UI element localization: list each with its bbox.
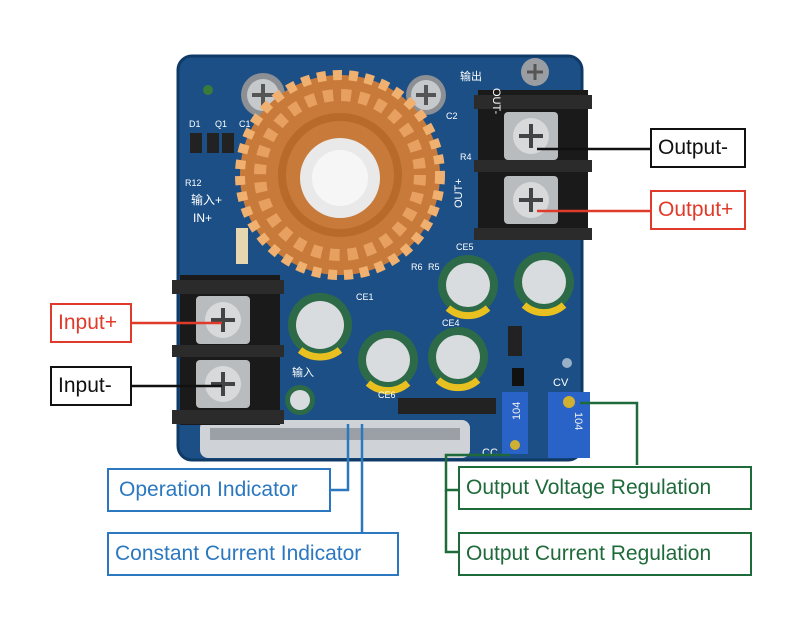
line-operation-indicator — [330, 424, 350, 492]
capacitor-output — [514, 252, 574, 317]
silk-ce6: CE6 — [378, 390, 396, 400]
capacitor-ce1 — [288, 293, 352, 361]
smd-components — [190, 85, 572, 414]
trimmer-voltage — [548, 392, 590, 458]
silk-input-cn: 输入 — [292, 365, 314, 379]
label-output-current-regulation: Output Current Regulation — [458, 532, 752, 576]
capacitor-ce5 — [438, 255, 498, 320]
silk-r6: R6 — [411, 262, 423, 272]
silk-r12: R12 — [185, 178, 202, 188]
pcb-edge — [176, 54, 584, 462]
input-terminal-block — [172, 275, 284, 425]
label-operation-indicator: Operation Indicator — [107, 468, 331, 512]
capacitor-small — [285, 385, 315, 415]
label-constant-current-indicator: Constant Current Indicator — [107, 532, 399, 576]
label-output-voltage-regulation: Output Voltage Regulation — [458, 466, 752, 510]
silk-ce1: CE1 — [356, 292, 374, 302]
silk-trimmer-value-current: 104 — [511, 402, 523, 420]
silk-q1: Q1 — [215, 119, 227, 129]
silk-trimmer-value-voltage: 104 — [572, 412, 584, 430]
silk-output-cn: 输出 — [460, 69, 482, 83]
trimmer-current — [502, 392, 528, 454]
silk-cc: CC — [482, 447, 498, 459]
silk-r5: R5 — [428, 262, 440, 272]
silk-cv: CV — [553, 377, 569, 389]
silk-input-plus-cn: 输入+ — [191, 192, 222, 207]
label-output-plus: Output+ — [650, 190, 746, 230]
output-terminal-block — [474, 90, 592, 240]
label-input-minus: Input- — [50, 366, 132, 406]
capacitor-ce6 — [358, 330, 418, 395]
silk-c2: C2 — [446, 111, 458, 121]
line-output-current-regulation — [444, 453, 510, 492]
line-output-voltage-regulation — [580, 401, 639, 465]
silk-ce4: CE4 — [442, 318, 460, 328]
capacitors — [285, 252, 574, 415]
capacitor-ce4 — [428, 327, 488, 392]
silk-c1: C1 — [239, 119, 251, 129]
silk-r4: R4 — [460, 152, 472, 162]
callout-lines — [131, 147, 652, 554]
silk-d1: D1 — [189, 119, 201, 129]
silk-ce5: CE5 — [456, 242, 474, 252]
line-current-to-box — [444, 490, 460, 554]
label-output-minus: Output- — [650, 128, 746, 168]
label-input-plus: Input+ — [50, 303, 132, 343]
silkscreen: OUT- 输出 OUT+ 输入+ IN+ 输入 CV CC D1 Q1 C1 C… — [185, 69, 584, 459]
silk-out-minus: OUT- — [490, 88, 502, 115]
silk-out-plus: OUT+ — [453, 178, 465, 208]
toroid-inductor — [235, 70, 445, 280]
bottom-casing-shade — [210, 428, 460, 440]
screw-top-corner — [521, 58, 549, 86]
silk-in-plus: IN+ — [193, 211, 212, 225]
